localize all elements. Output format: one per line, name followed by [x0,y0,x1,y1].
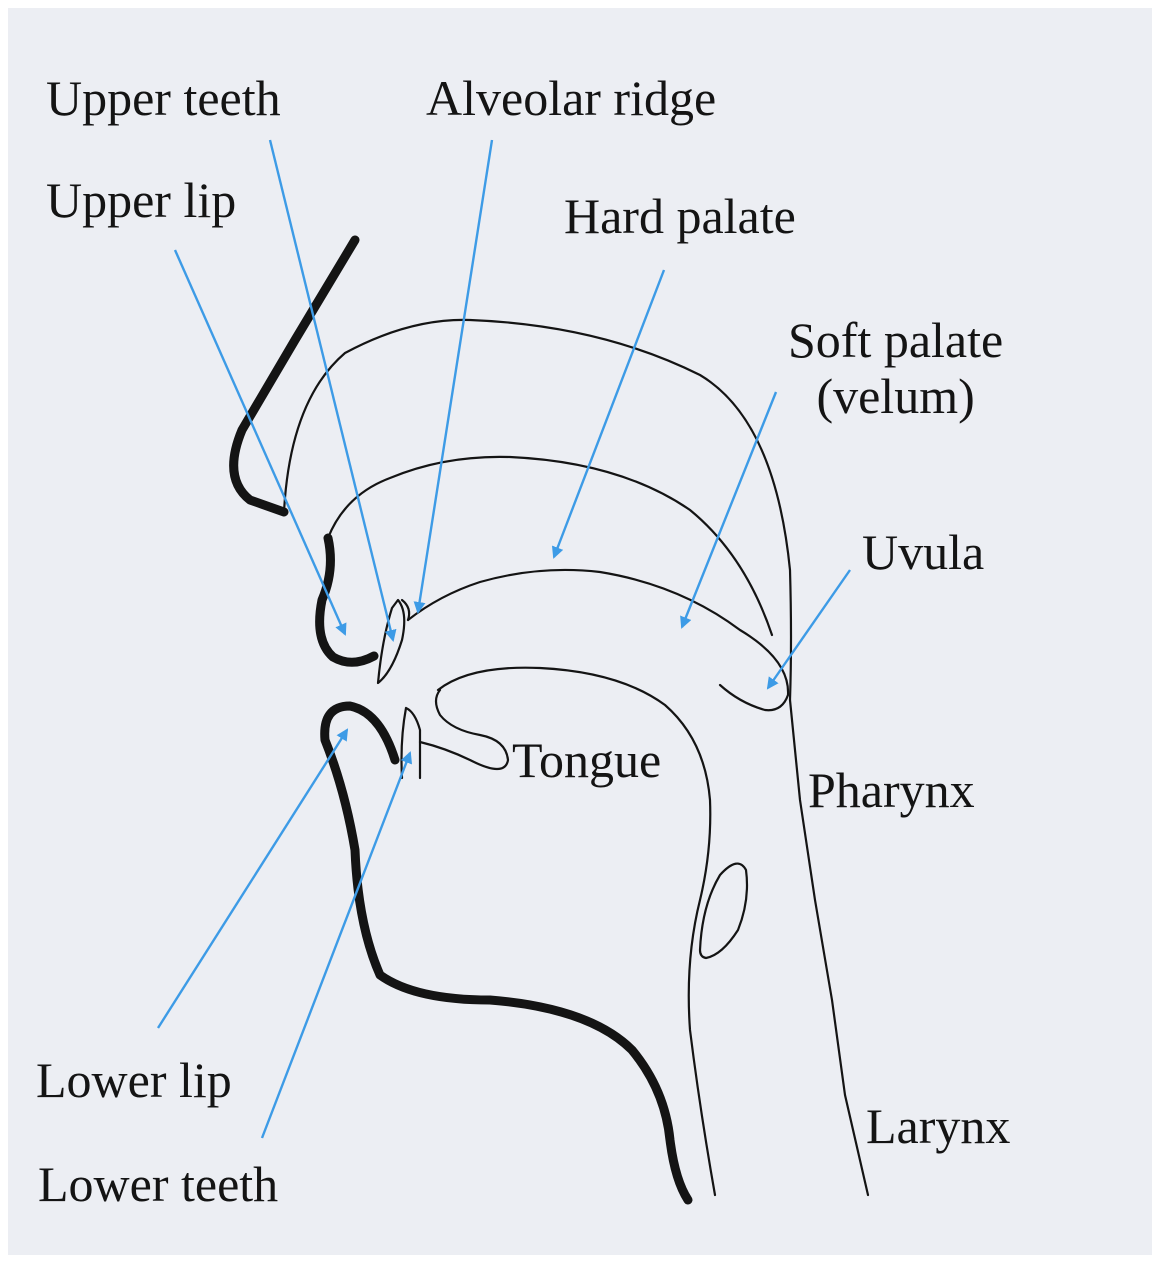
label-soft-palate-line1: Soft palate [788,312,1003,368]
upper-teeth-outline [378,600,404,683]
label-tongue: Tongue [512,732,661,788]
label-uvula: Uvula [862,524,984,580]
palate-uvula-outline [408,570,788,710]
pointer-lower-teeth [262,753,410,1138]
label-upper-lip: Upper lip [46,172,236,228]
label-soft-palate-line2: (velum) [788,368,1003,424]
label-larynx: Larynx [866,1098,1010,1154]
label-pharynx: Pharynx [808,762,975,818]
label-hard-palate: Hard palate [564,188,796,244]
pointer-hard-palate [554,270,664,557]
label-lower-teeth: Lower teeth [38,1156,278,1212]
pointer-soft-palate [682,392,776,627]
pointer-alveolar-ridge [418,140,492,612]
tongue-tip-outline [420,690,508,769]
pointer-uvula [768,570,850,688]
label-soft-palate: Soft palate (velum) [788,312,1003,424]
label-lower-lip: Lower lip [36,1052,232,1108]
upper-lip-outline [320,538,374,662]
label-alveolar-ridge: Alveolar ridge [426,70,716,126]
epiglottis-outline [700,864,747,958]
nose-outline [234,240,355,512]
label-upper-teeth: Upper teeth [46,70,281,126]
pointer-lower-lip [158,730,347,1028]
